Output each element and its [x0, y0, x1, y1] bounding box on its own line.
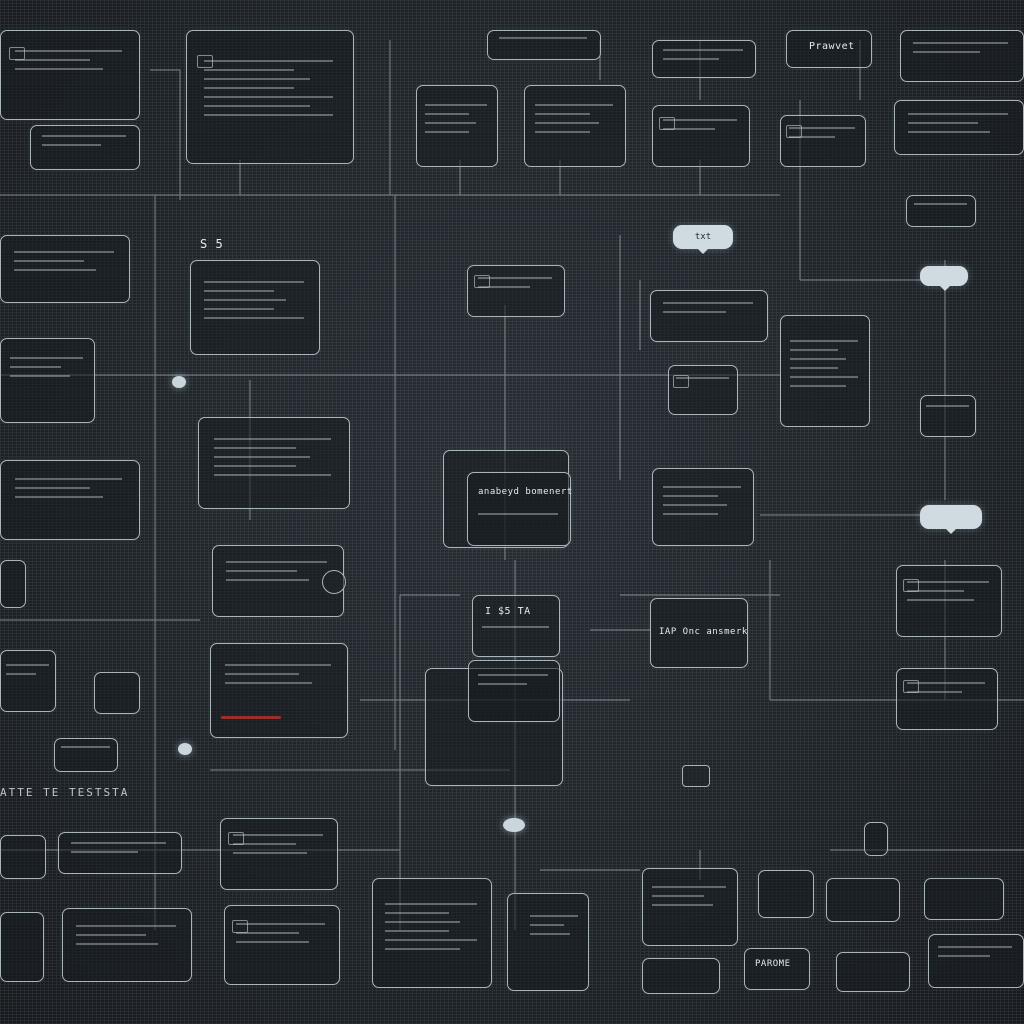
diagram-node	[826, 878, 900, 922]
diagram-node: anabeyd bomenert	[467, 472, 573, 546]
node-icon	[231, 920, 248, 934]
junction-dot	[172, 376, 186, 388]
junction-dot	[178, 743, 192, 755]
diagram-node	[210, 643, 348, 738]
node-lamp	[682, 765, 710, 787]
diagram-node	[900, 30, 1024, 82]
diagram-node	[54, 738, 118, 772]
diagram-node	[896, 668, 998, 730]
diagram-node	[0, 235, 130, 303]
speech-bubble	[920, 266, 968, 291]
diagram-node	[468, 660, 560, 722]
diagram-node: I $5 TA	[472, 595, 560, 657]
diagram-node	[416, 85, 498, 167]
node-icon	[227, 831, 244, 845]
diagram-node	[0, 912, 44, 982]
diagram-node	[652, 40, 756, 78]
junction-dot	[503, 818, 525, 832]
node-label: I $5 TA	[485, 606, 531, 617]
node-label: S 5	[200, 237, 224, 251]
diagram-node	[896, 565, 1002, 637]
diagram-node	[30, 125, 140, 170]
side-label: ATTE TE TESTSTA	[0, 786, 130, 799]
red-accent-bar	[221, 716, 281, 719]
node-label: PAROME	[755, 959, 791, 969]
diagram-node	[864, 822, 888, 856]
diagram-node	[0, 460, 140, 540]
diagram-node	[642, 958, 720, 994]
diagram-node	[652, 468, 754, 546]
diagram-node	[928, 934, 1024, 988]
diagram-node	[224, 905, 340, 985]
diagram-node	[220, 818, 338, 890]
diagram-node	[186, 30, 354, 164]
diagram-node	[924, 878, 1004, 920]
node-icon	[658, 116, 675, 130]
node-icon	[673, 374, 690, 388]
diagram-node	[467, 265, 565, 317]
diagram-node	[487, 30, 601, 60]
diagram-node	[190, 260, 320, 355]
diagram-node	[642, 868, 738, 946]
diagram-node: IAP Onc ansmerk	[650, 598, 748, 668]
diagram-node	[524, 85, 626, 167]
diagram-node	[0, 650, 56, 712]
diagram-node	[62, 908, 192, 982]
diagram-node	[652, 105, 750, 167]
diagram-node	[780, 315, 870, 427]
diagram-node	[668, 365, 738, 415]
diagram-node	[650, 290, 768, 342]
diagram-node	[920, 395, 976, 437]
diagram-node	[758, 870, 814, 918]
diagram-node	[894, 100, 1024, 155]
node-icon	[903, 679, 919, 693]
diagram-node	[836, 952, 910, 992]
node-icon	[473, 275, 490, 288]
diagram-node	[0, 30, 140, 120]
diagram-node	[906, 195, 976, 227]
node-label: anabeyd bomenert	[478, 487, 573, 497]
diagram-node	[0, 835, 46, 879]
diagram-node	[0, 338, 95, 423]
diagram-node	[198, 417, 350, 509]
bubble-text: txt	[694, 232, 712, 242]
node-icon	[903, 578, 920, 592]
node-icon	[196, 54, 213, 68]
diagram-node	[58, 832, 182, 874]
node-lamp	[322, 570, 346, 594]
speech-bubble	[920, 505, 982, 534]
diagram-node	[780, 115, 866, 167]
speech-bubble: txt	[673, 225, 733, 254]
diagram-node	[507, 893, 589, 991]
node-label: IAP Onc ansmerk	[659, 627, 748, 637]
node-icon	[9, 46, 26, 60]
diagram-node	[94, 672, 140, 714]
node-icon	[786, 125, 803, 138]
diagram-node: Prawvet	[786, 30, 872, 68]
node-label: Prawvet	[809, 41, 855, 52]
diagram-node	[372, 878, 492, 988]
diagram-node: PAROME	[744, 948, 810, 990]
diagram-node	[0, 560, 26, 608]
